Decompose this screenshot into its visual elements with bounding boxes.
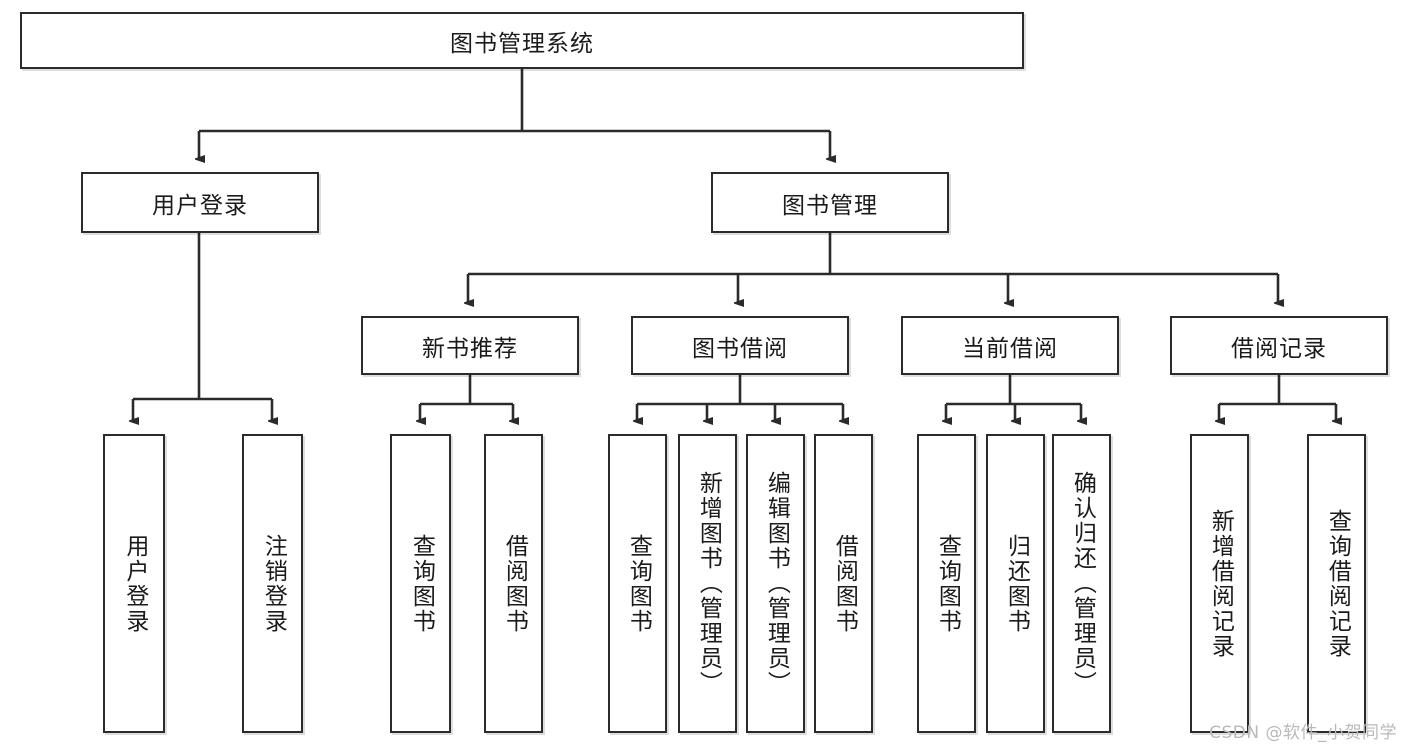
leaf-query-book-recommend-label: 查询图书 bbox=[408, 533, 435, 634]
leaf-return-book-label: 归还图书 bbox=[1003, 533, 1030, 634]
leaf-query-book-current-label: 查询图书 bbox=[934, 533, 961, 634]
leaf-logout[interactable]: 注销登录 bbox=[242, 434, 303, 733]
leaf-borrow-book[interactable]: 借阅图书 bbox=[814, 434, 873, 733]
leaf-add-book-admin-label: 新增图书（管理员） bbox=[695, 471, 722, 696]
leaf-add-book-admin[interactable]: 新增图书（管理员） bbox=[678, 434, 737, 733]
node-root[interactable]: 图书管理系统 bbox=[20, 12, 1024, 69]
node-book-borrow[interactable]: 图书借阅 bbox=[631, 316, 849, 375]
node-new-book-recommend[interactable]: 新书推荐 bbox=[361, 316, 579, 375]
leaf-return-book[interactable]: 归还图书 bbox=[986, 434, 1045, 733]
leaf-user-login-label: 用户登录 bbox=[121, 533, 148, 634]
leaf-query-borrow-record-label: 查询借阅记录 bbox=[1324, 508, 1351, 659]
node-book-management[interactable]: 图书管理 bbox=[711, 172, 949, 233]
leaf-add-borrow-record-label: 新增借阅记录 bbox=[1207, 508, 1234, 659]
node-current-borrow[interactable]: 当前借阅 bbox=[901, 316, 1119, 375]
node-borrow-record-label: 借阅记录 bbox=[1231, 335, 1327, 362]
leaf-borrow-book-recommend-label: 借阅图书 bbox=[501, 533, 528, 634]
leaf-query-book-borrow[interactable]: 查询图书 bbox=[608, 434, 667, 733]
leaf-edit-book-admin[interactable]: 编辑图书（管理员） bbox=[746, 434, 805, 733]
watermark: CSDN @软件_小贺同学 bbox=[1209, 723, 1397, 743]
node-book-borrow-label: 图书借阅 bbox=[692, 335, 788, 362]
leaf-query-book-borrow-label: 查询图书 bbox=[625, 533, 652, 634]
node-book-management-label: 图书管理 bbox=[782, 192, 878, 219]
leaf-logout-label: 注销登录 bbox=[260, 533, 287, 634]
leaf-confirm-return-admin-label: 确认归还（管理员） bbox=[1069, 471, 1096, 696]
leaf-borrow-book-label: 借阅图书 bbox=[831, 533, 858, 634]
leaf-query-borrow-record[interactable]: 查询借阅记录 bbox=[1307, 434, 1366, 733]
leaf-user-login[interactable]: 用户登录 bbox=[103, 434, 165, 733]
node-borrow-record[interactable]: 借阅记录 bbox=[1170, 316, 1388, 375]
node-new-book-recommend-label: 新书推荐 bbox=[422, 335, 518, 362]
node-user-login[interactable]: 用户登录 bbox=[81, 172, 319, 233]
leaf-borrow-book-recommend[interactable]: 借阅图书 bbox=[484, 434, 543, 733]
leaf-edit-book-admin-label: 编辑图书（管理员） bbox=[763, 471, 790, 696]
leaf-add-borrow-record[interactable]: 新增借阅记录 bbox=[1190, 434, 1249, 733]
node-current-borrow-label: 当前借阅 bbox=[962, 335, 1058, 362]
node-root-label: 图书管理系统 bbox=[450, 30, 594, 57]
leaf-confirm-return-admin[interactable]: 确认归还（管理员） bbox=[1052, 434, 1111, 733]
node-user-login-label: 用户登录 bbox=[152, 192, 248, 219]
leaf-query-book-current[interactable]: 查询图书 bbox=[917, 434, 976, 733]
leaf-query-book-recommend[interactable]: 查询图书 bbox=[390, 434, 451, 733]
